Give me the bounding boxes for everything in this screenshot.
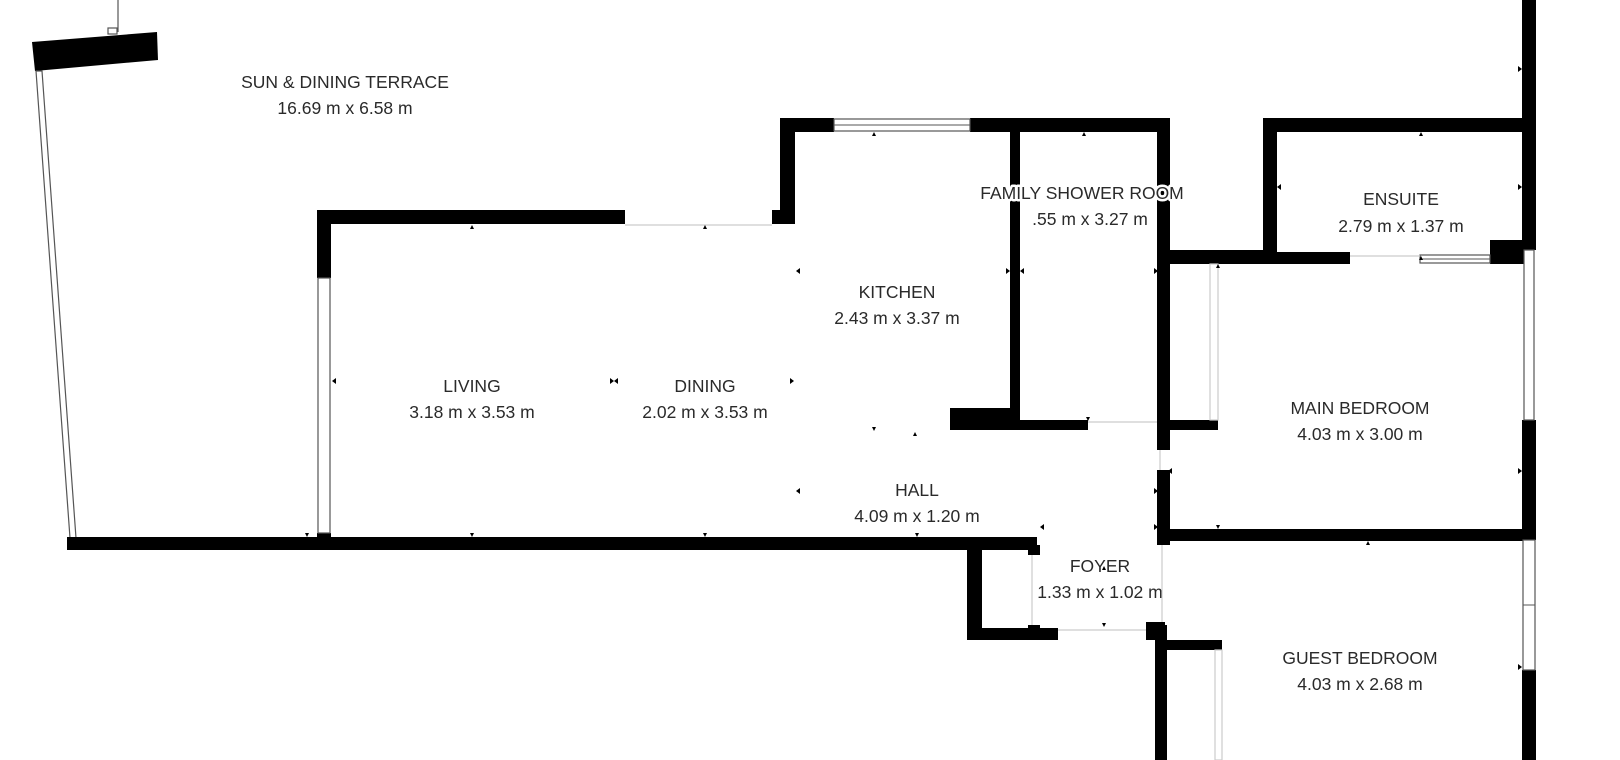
walls [67, 0, 1536, 760]
room-name: MAIN BEDROOM [1290, 398, 1429, 418]
windows [317, 118, 1536, 671]
room-size: 2.43 m x 3.37 m [834, 308, 959, 328]
room-label-hall: HALL 4.09 m x 1.20 m [854, 480, 979, 526]
room-name: HALL [895, 480, 939, 500]
room-label-dining: DINING 2.02 m x 3.53 m [642, 376, 767, 422]
room-size: .55 m x 3.27 m [1032, 209, 1148, 229]
room-name: ENSUITE [1363, 189, 1439, 209]
room-name: GUEST BEDROOM [1282, 648, 1437, 668]
room-name: FAMILY SHOWER ROOM [980, 183, 1184, 203]
room-name: DINING [674, 376, 735, 396]
room-size: 3.18 m x 3.53 m [409, 402, 534, 422]
room-label-main-bedroom: MAIN BEDROOM 4.03 m x 3.00 m [1290, 398, 1429, 444]
room-size: 4.03 m x 3.00 m [1297, 424, 1422, 444]
room-size: 2.79 m x 1.37 m [1338, 216, 1463, 236]
room-label-kitchen: KITCHEN 2.43 m x 3.37 m [834, 282, 959, 328]
measurement-markers [305, 66, 1522, 670]
room-label-family-shower-room: FAMILY SHOWER ROOM .55 m x 3.27 m [978, 181, 1187, 230]
room-name: SUN & DINING TERRACE [241, 72, 449, 92]
room-label-ensuite: ENSUITE 2.79 m x 1.37 m [1338, 189, 1463, 236]
room-size: 4.03 m x 2.68 m [1297, 674, 1422, 694]
room-size: 4.09 m x 1.20 m [854, 506, 979, 526]
room-name: FOYER [1070, 556, 1130, 576]
room-label-foyer: FOYER 1.33 m x 1.02 m [1037, 556, 1162, 602]
room-label-guest-bedroom: GUEST BEDROOM 4.03 m x 2.68 m [1282, 648, 1437, 694]
room-size: 1.33 m x 1.02 m [1037, 582, 1162, 602]
room-label-living: LIVING 3.18 m x 3.53 m [409, 376, 534, 422]
room-name: KITCHEN [859, 282, 936, 302]
room-size: 16.69 m x 6.58 m [277, 98, 412, 118]
room-size: 2.02 m x 3.53 m [642, 402, 767, 422]
room-label-terrace: SUN & DINING TERRACE 16.69 m x 6.58 m [241, 72, 449, 118]
door-openings [625, 224, 1420, 760]
terrace-edge [32, 0, 158, 539]
room-name: LIVING [443, 376, 500, 396]
